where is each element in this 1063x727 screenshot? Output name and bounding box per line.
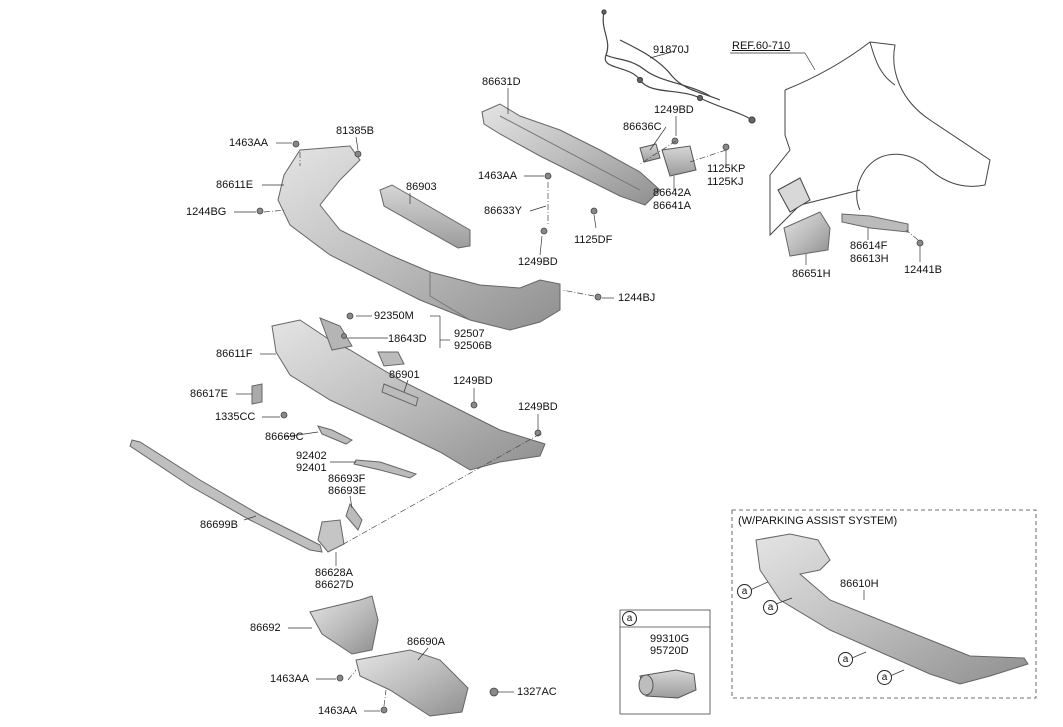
under-cover-86692 xyxy=(309,595,379,655)
bracket-86628A xyxy=(317,519,345,553)
label-1335CC: 1335CC xyxy=(215,411,256,423)
label-86633Y: 86633Y xyxy=(484,205,522,217)
label-1125KJ: 1125KJ xyxy=(707,176,744,188)
inset-title: (W/PARKING ASSIST SYSTEM) xyxy=(738,515,898,527)
label-92401: 92401 xyxy=(296,462,327,474)
label-86699B: 86699B xyxy=(200,519,238,531)
label-86636C: 86636C xyxy=(623,121,662,133)
label-86903: 86903 xyxy=(406,181,437,193)
label-1249BD-mid: 1249BD xyxy=(518,256,558,268)
label-86693F: 86693F xyxy=(328,473,366,485)
label-92506B: 92506B xyxy=(454,340,492,352)
label-91870J: 91870J xyxy=(653,44,690,56)
label-1249BD-right: 1249BD xyxy=(518,401,558,413)
label-1125KP: 1125KP xyxy=(707,163,746,175)
label-1244BJ: 1244BJ xyxy=(618,292,656,304)
label-92402: 92402 xyxy=(296,450,327,462)
label-1125DF: 1125DF xyxy=(574,234,613,246)
label-86628A: 86628A xyxy=(315,567,353,579)
label-1327AC: 1327AC xyxy=(517,686,557,698)
label-18643D: 18643D xyxy=(388,333,427,345)
inset-callout-a-3: a xyxy=(838,652,853,667)
label-86611E: 86611E xyxy=(216,179,254,191)
label-86614F: 86614F xyxy=(850,240,888,252)
wiring-harness xyxy=(601,9,756,124)
sensor-bracket-92507 xyxy=(377,351,405,367)
label-86611F: 86611F xyxy=(216,348,253,360)
bracket-86693F xyxy=(345,502,363,531)
label-1463AA-top: 1463AA xyxy=(229,137,269,149)
label-92507: 92507 xyxy=(454,328,485,340)
label-99310G: 99310G xyxy=(650,633,690,645)
label-ref-60-710: REF.60-710 xyxy=(732,40,791,52)
garnish-strip-86699B xyxy=(129,439,323,553)
leader-lines xyxy=(234,50,921,712)
label-1463AA-lower: 1463AA xyxy=(270,673,310,685)
inset-callout-a-1: a xyxy=(737,584,752,599)
label-1249BD-top: 1249BD xyxy=(654,104,694,116)
label-95720D: 95720D xyxy=(650,645,689,657)
label-86613H: 86613H xyxy=(850,253,889,265)
label-81385B: 81385B xyxy=(336,125,374,137)
energy-absorber xyxy=(481,103,661,206)
label-86641A: 86641A xyxy=(653,200,691,212)
center-bracket-86903 xyxy=(379,184,471,249)
inset-leader-lines xyxy=(749,581,905,677)
bracket-86901 xyxy=(381,383,419,407)
inset-bumper-86610H xyxy=(755,533,1029,685)
label-86631D: 86631D xyxy=(482,76,521,88)
bumper-bracket xyxy=(639,143,697,177)
legend-callout-a: a xyxy=(622,611,637,626)
clip-86617E xyxy=(251,383,263,405)
parking-assist-inset-frame xyxy=(731,509,1037,699)
label-12441B: 12441B xyxy=(904,264,942,276)
under-cover-86690A xyxy=(355,649,469,717)
parking-sensor-image xyxy=(638,669,697,699)
inset-callout-a-2: a xyxy=(763,600,778,615)
label-86692: 86692 xyxy=(250,622,281,634)
sensor-legend-frame xyxy=(619,609,711,715)
label-86617E: 86617E xyxy=(190,388,228,400)
label-86642A: 86642A xyxy=(653,187,691,199)
label-86627D: 86627D xyxy=(315,579,354,591)
label-86690A: 86690A xyxy=(407,636,445,648)
reflector-92402 xyxy=(353,459,418,479)
label-86651H: 86651H xyxy=(792,268,831,280)
label-86669C: 86669C xyxy=(265,431,304,443)
label-92350M: 92350M xyxy=(374,310,414,322)
cover-86669C xyxy=(317,425,353,445)
bracket-86651H xyxy=(783,211,831,257)
fasteners xyxy=(256,137,924,714)
rear-bumper-cover xyxy=(277,145,561,331)
bracket-86614F xyxy=(841,213,909,233)
label-86693E: 86693E xyxy=(328,485,366,497)
label-1463AA-mid: 1463AA xyxy=(478,170,518,182)
assembly-centerlines xyxy=(263,140,919,707)
label-1463AA-bottom: 1463AA xyxy=(318,705,358,717)
inset-callout-a-4: a xyxy=(877,670,892,685)
label-1249BD-lower: 1249BD xyxy=(453,375,493,387)
label-86901: 86901 xyxy=(389,369,420,381)
quarter-panel-outline xyxy=(769,41,991,237)
label-86610H: 86610H xyxy=(840,578,879,590)
label-1244BG: 1244BG xyxy=(186,206,227,218)
